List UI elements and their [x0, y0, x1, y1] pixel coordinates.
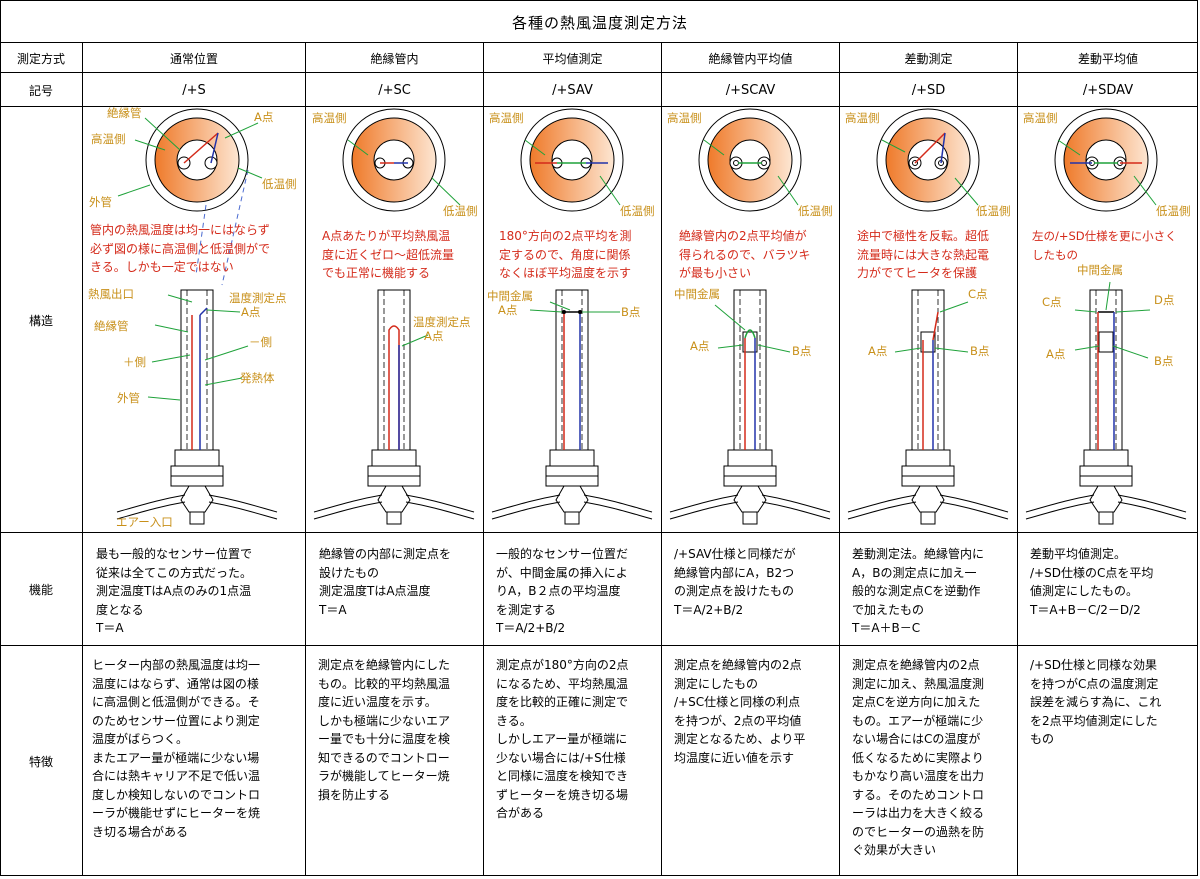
label-outer-tube: 外管 — [89, 195, 112, 209]
diagram-sdav — [1025, 108, 1187, 525]
function-sd: 差動測定法。絶縁管内に A，Bの測定点に加え一 般的な測定点Cを逆動作 で加えた… — [852, 547, 985, 635]
symbol-sdav: /+SDAV — [1082, 82, 1134, 98]
label-heater: 発熱体 — [240, 371, 275, 385]
header-differential: 差動測定 — [904, 51, 953, 66]
label-cold-side-c2: 低温側 — [443, 204, 478, 218]
note-sd: 途中で極性を反転。超低 流量時には大きな熱起電 力がでてヒータを保護 — [857, 229, 990, 280]
function-s: 最も一般的なセンサー位置で 従来は全てこの方式だった。 測定温度TはA点のみの1… — [96, 547, 253, 635]
label-point-b-c3: B点 — [621, 305, 641, 319]
symbol-sav: /+SAV — [552, 82, 593, 98]
label-point-b-c4: B点 — [792, 344, 812, 358]
header-normal-position: 通常位置 — [169, 51, 218, 66]
label-hot-side-c2: 高温側 — [312, 111, 347, 125]
feature-s: ヒーター内部の熱風温度は均一 温度にはならず、通常は図の様 に高温側と低温側がで… — [92, 658, 261, 839]
label-point-a-c6: A点 — [1046, 347, 1066, 361]
symbol-scav: /+SCAV — [725, 82, 776, 98]
label-middle-metal-c3: 中間金属 — [487, 289, 533, 303]
label-middle-metal-c4: 中間金属 — [674, 287, 720, 301]
feature-sdav: /+SD仕様と同様な効果 を持つがC点の温度測定 誤差を減らす為に、これ を2点… — [1030, 658, 1162, 746]
label-cold-side-c5: 低温側 — [976, 204, 1011, 218]
row-label-feature: 特徴 — [28, 754, 53, 769]
feature-scav: 測定点を絶縁管内の2点 測定にしたもの /+SC仕様と同様の利点 を持つが、2点… — [674, 658, 806, 765]
header-differential-average: 差動平均値 — [1077, 51, 1138, 66]
label-insulating-tube: 絶縁管 — [107, 106, 142, 120]
label-point-a-c5: A点 — [868, 344, 888, 358]
feature-sav: 測定点が180°方向の2点 になるため、平均熱風温 度を比較的正確に測定で きる… — [496, 658, 629, 820]
diagram-sc — [313, 108, 475, 525]
note-s: 管内の熱風温度は均一にはならず 必ず図の様に高温側と低温側がで きる。しかも一定… — [90, 223, 271, 274]
label-hot-side-c4: 高温側 — [667, 111, 702, 125]
row-label-function: 機能 — [28, 583, 53, 597]
label-cold-side-c3: 低温側 — [620, 204, 655, 218]
row-label-method: 測定方式 — [16, 51, 65, 66]
diagram-sav — [491, 108, 653, 525]
symbol-s: /+S — [182, 82, 206, 98]
label-cold-side-c6: 低温側 — [1156, 204, 1191, 218]
function-sc: 絶縁管の内部に測定点を 設けたもの 測定温度TはA点温度 T＝A — [319, 547, 452, 617]
note-scav: 絶縁管内の2点平均値が 得られるので、バラツキ が最も小さい — [679, 229, 811, 280]
header-inside-insulator: 絶縁管内 — [370, 51, 419, 66]
header-inside-average: 絶縁管内平均値 — [708, 51, 793, 66]
label-point-a: A点 — [254, 110, 274, 124]
sheet-title: 各種の熱風温度測定方法 — [511, 13, 688, 32]
function-scav: /+SAV仕様と同様だが 絶縁管内部にA，B2つ の測定点を設けたもの T＝A/… — [674, 547, 796, 617]
label-point-b-c6: B点 — [1154, 354, 1174, 368]
label-air-inlet: エアー入口 — [116, 515, 173, 529]
diagram-sd — [847, 108, 1009, 525]
label-point-a-c4: A点 — [690, 339, 710, 353]
note-sav: 180°方向の2点平均を測 定するので、角度に関係 なくほぼ平均温度を示す — [499, 229, 632, 280]
label-hot-air-outlet: 熱風出口 — [88, 287, 134, 301]
label-outer-tube-2: 外管 — [117, 391, 140, 405]
label-cold-side-c4: 低温側 — [798, 204, 833, 218]
label-temp-point: 温度測定点 — [229, 291, 287, 305]
label-point-c-c5: C点 — [968, 287, 988, 301]
label-insulating-tube-2: 絶縁管 — [94, 319, 129, 333]
diagram-scav — [669, 108, 831, 525]
label-point-a-c3: A点 — [498, 303, 518, 317]
note-sc: A点あたりが平均熱風温 度に近くゼロ～超低流量 でも正常に機能する — [322, 229, 455, 280]
label-hot-side-c6: 高温側 — [1023, 111, 1058, 125]
label-temp-point-c2: 温度測定点 — [413, 315, 471, 329]
label-point-c-c6: C点 — [1042, 295, 1062, 309]
label-point-b-c5: B点 — [970, 344, 990, 358]
label-point-a-c2: A点 — [424, 329, 444, 343]
label-point-d-c6: D点 — [1154, 293, 1175, 307]
feature-sc: 測定点を絶縁管内にした もの。比較的平均熱風温 度に近い温度を示す。 しかも極端… — [318, 658, 451, 802]
label-point-a-2: A点 — [241, 305, 261, 319]
feature-sd: 測定点を絶縁管内の2点 測定に加え、熱風温度測 定点Cを逆方向に加えた もの。エ… — [852, 658, 985, 857]
label-minus-side: －側 — [249, 335, 272, 349]
label-hot-side-c3: 高温側 — [489, 111, 524, 125]
label-plus-side: ＋側 — [123, 355, 146, 369]
function-sav: 一般的なセンサー位置だ が、中間金属の挿入によ りA，B２点の平均温度 を測定す… — [496, 547, 629, 635]
row-label-structure: 構造 — [28, 313, 53, 328]
note-sdav: 左の/+SD仕様を更に小さく したもの — [1032, 229, 1177, 262]
label-middle-metal-c6: 中間金属 — [1077, 263, 1123, 277]
diagram-s — [116, 108, 278, 525]
row-label-symbol: 記号 — [28, 83, 53, 98]
label-hot-side: 高温側 — [91, 132, 126, 146]
symbol-sc: /+SC — [378, 82, 411, 98]
label-hot-side-c5: 高温側 — [845, 111, 880, 125]
header-average: 平均値測定 — [542, 51, 603, 66]
symbol-sd: /+SD — [911, 82, 946, 98]
label-cold-side: 低温側 — [262, 177, 297, 191]
function-sdav: 差動平均値測定。 /+SD仕様のC点を平均 値測定にしたもの。 T＝A+B－C/… — [1030, 547, 1154, 617]
